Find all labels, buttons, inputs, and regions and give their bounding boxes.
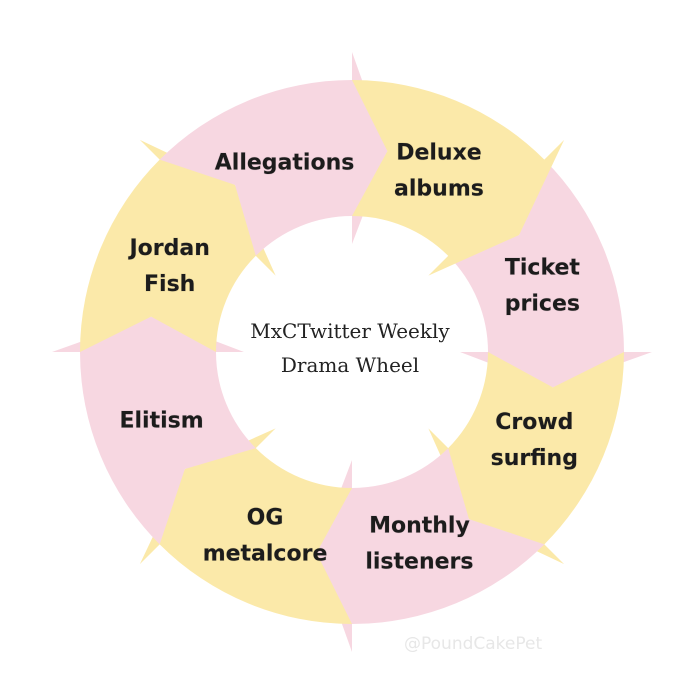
wheel-segment-label-line: listeners xyxy=(365,549,473,574)
wheel-segment-label: Deluxe albums xyxy=(394,141,484,202)
wheel-segment-label: Monthly listeners xyxy=(365,513,473,574)
wheel-segment-label-line: Allegations xyxy=(215,151,355,176)
wheel-segment-label: Ticket prices xyxy=(505,256,581,317)
center-title-line-1: MxCTwitter Weekly xyxy=(250,319,450,343)
wheel-arrow-segment xyxy=(428,352,624,565)
wheel-segment-label-line: prices xyxy=(505,292,580,317)
wheel-segment-label: Allegations xyxy=(215,151,355,176)
wheel-segment-label: OG metalcore xyxy=(203,505,328,566)
wheel-segment-label-line: Monthly xyxy=(369,513,470,538)
wheel-segment-label-line: OG xyxy=(247,505,284,530)
wheel-segment-label-line: Ticket xyxy=(505,256,581,281)
watermark: @PoundCakePet xyxy=(404,634,542,654)
center-title-line-2: Drama Wheel xyxy=(281,353,419,377)
wheel-segment-label-line: albums xyxy=(394,177,484,202)
wheel-arrow-segment xyxy=(316,448,545,652)
wheel-arrow-segment xyxy=(139,428,352,624)
wheel-arrow-segment xyxy=(352,80,565,276)
wheel-segment-label-line: Deluxe xyxy=(396,141,482,166)
wheel-arrow-segment xyxy=(448,159,652,388)
wheel-segment-label: Crowd surfing xyxy=(491,410,578,471)
wheel-arrow-segment xyxy=(80,139,276,352)
wheel-segment-label-line: Jordan xyxy=(127,236,209,261)
wheel-segment-label-line: Elitism xyxy=(119,408,203,433)
wheel-segment-label-line: Fish xyxy=(144,272,195,297)
wheel-segment-label-line: metalcore xyxy=(203,541,328,566)
wheel-segment-label-line: surfing xyxy=(491,446,578,471)
wheel-segment-label-line: Crowd xyxy=(495,410,573,435)
wheel-arrow-segment xyxy=(159,52,388,256)
wheel-arrows xyxy=(52,52,652,652)
wheel-arrow-segment xyxy=(52,316,256,545)
wheel-segment-label: Elitism xyxy=(119,408,203,433)
